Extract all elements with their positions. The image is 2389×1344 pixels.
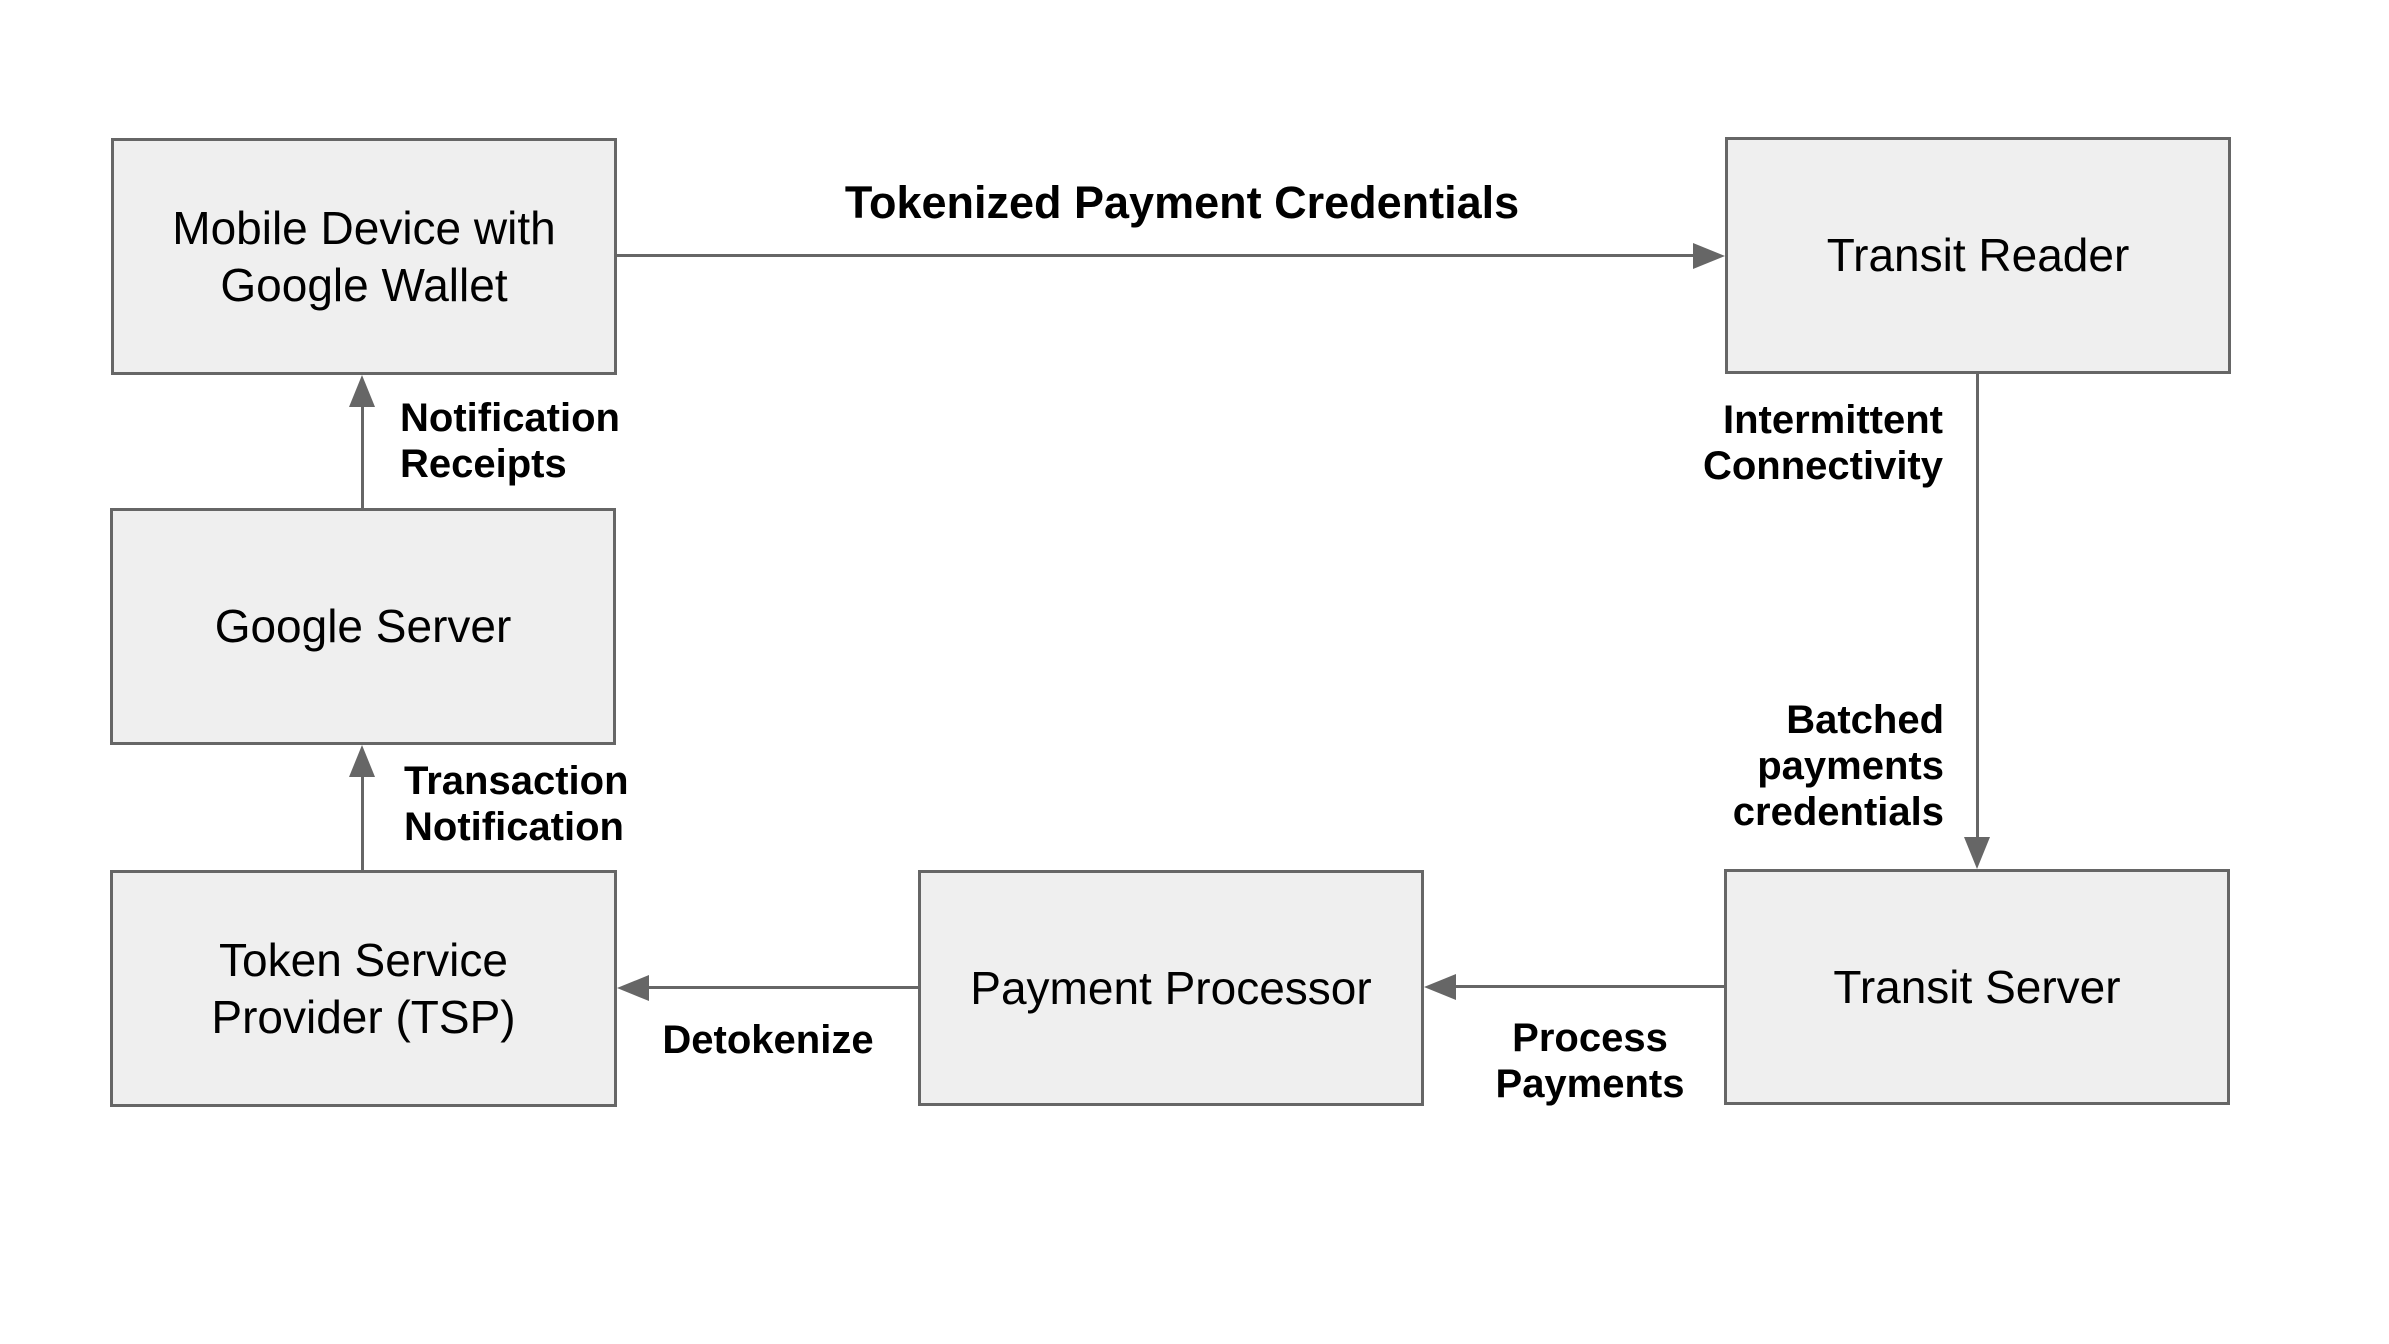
- node-mobile-device-label-line1: Mobile Device with: [172, 201, 556, 254]
- node-google-server-label: Google Server: [214, 600, 512, 652]
- edge-tsp-to-google-line: [361, 775, 364, 870]
- arrowhead-up-icon: [349, 745, 375, 777]
- edge-label-notification-receipts: Notification Receipts: [400, 396, 620, 486]
- arrowhead-down-icon: [1964, 837, 1990, 869]
- edge-label-detokenize: Detokenize: [662, 1018, 874, 1062]
- node-transit-reader: Transit Reader: [1725, 137, 2231, 374]
- arrowhead-left-icon: [617, 975, 649, 1001]
- arrowhead-right-icon: [1693, 243, 1725, 269]
- node-tsp-label-line1: Token Service: [219, 933, 508, 986]
- edge-reader-to-server-line: [1976, 374, 1979, 839]
- node-google-server: Google Server: [110, 508, 616, 745]
- edge-label-intermittent-connectivity: Intermittent Connectivity: [1702, 398, 1943, 488]
- edge-server-to-processor-line: [1454, 985, 1724, 988]
- node-transit-server-label: Transit Server: [1833, 960, 2121, 1013]
- edge-processor-to-tsp-line: [647, 986, 918, 989]
- edge-label-process-payments: Process Payments: [1495, 1016, 1685, 1106]
- node-transit-reader-label: Transit Reader: [1826, 229, 2130, 281]
- node-token-service-provider: Token Service Provider (TSP): [110, 870, 617, 1107]
- node-transit-server: Transit Server: [1724, 869, 2230, 1105]
- node-payment-processor: Payment Processor: [918, 870, 1424, 1106]
- arrowhead-up-icon: [349, 375, 375, 407]
- node-mobile-device-label-line2: Google Wallet: [220, 258, 508, 311]
- edge-mobile-to-reader-line: [617, 254, 1695, 257]
- node-payment-processor-label: Payment Processor: [970, 961, 1372, 1014]
- node-tsp-label-line2: Provider (TSP): [211, 990, 516, 1043]
- edge-label-tokenized-payment-credentials: Tokenized Payment Credentials: [844, 177, 1520, 228]
- arrowhead-left-icon: [1424, 974, 1456, 1000]
- node-mobile-device: Mobile Device with Google Wallet: [111, 138, 617, 375]
- edge-label-batched-payments-credentials: Batched payments credentials: [1732, 698, 1944, 834]
- edge-label-transaction-notification: Transaction Notification: [404, 759, 629, 849]
- edge-google-to-mobile-line: [361, 405, 364, 508]
